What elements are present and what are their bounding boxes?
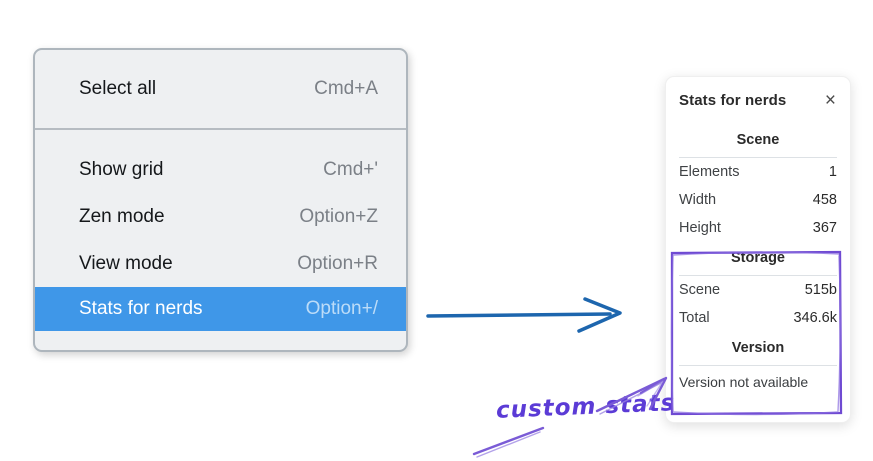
stats-panel-header: Stats for nerds × bbox=[679, 89, 837, 111]
menu-item-shortcut: Cmd+' bbox=[323, 158, 378, 180]
stat-label: Width bbox=[679, 192, 717, 208]
stat-row-scene-storage: Scene 515b bbox=[679, 276, 837, 304]
version-note: Version not available bbox=[679, 374, 809, 390]
stat-row-total-storage: Total 346.6k bbox=[679, 304, 837, 332]
stat-value: 515b bbox=[804, 282, 837, 298]
stat-value: 1 bbox=[828, 164, 837, 180]
stat-label: Height bbox=[679, 220, 721, 236]
stat-value: 346.6k bbox=[793, 310, 837, 326]
stat-row-width: Width 458 bbox=[679, 186, 837, 214]
stats-panel: Stats for nerds × Scene Elements 1 Width… bbox=[665, 76, 851, 423]
menu-item-stats-for-nerds[interactable]: Stats for nerds Option+/ bbox=[35, 287, 406, 331]
context-menu: Select all Cmd+A Show grid Cmd+' Zen mod… bbox=[33, 48, 408, 352]
stats-panel-title: Stats for nerds bbox=[679, 91, 787, 109]
menu-item-label: Zen mode bbox=[79, 205, 165, 227]
stat-label: Total bbox=[679, 310, 710, 326]
stat-row-height: Height 367 bbox=[679, 214, 837, 242]
menu-item-label: Show grid bbox=[79, 158, 164, 180]
menu-to-panel-arrow bbox=[426, 297, 622, 333]
menu-item-label: Stats for nerds bbox=[79, 298, 203, 319]
stat-value: 367 bbox=[812, 220, 837, 236]
close-icon[interactable]: × bbox=[824, 89, 836, 111]
menu-divider bbox=[35, 128, 406, 130]
section-heading-version: Version bbox=[679, 340, 837, 366]
stat-value: 458 bbox=[812, 192, 837, 208]
section-heading-scene: Scene bbox=[679, 132, 837, 158]
stat-label: Elements bbox=[679, 164, 740, 180]
menu-item-shortcut: Cmd+A bbox=[314, 78, 378, 99]
menu-item-zen-mode[interactable]: Zen mode Option+Z bbox=[35, 193, 406, 240]
annotation-label: custom stats bbox=[495, 390, 676, 424]
menu-item-select-all[interactable]: Select all Cmd+A bbox=[35, 50, 406, 128]
menu-item-shortcut: Option+/ bbox=[305, 298, 378, 319]
menu-item-show-grid[interactable]: Show grid Cmd+' bbox=[35, 146, 406, 193]
menu-item-shortcut: Option+Z bbox=[299, 205, 378, 227]
stat-label: Scene bbox=[679, 282, 721, 298]
stat-row-elements: Elements 1 bbox=[679, 158, 837, 186]
section-heading-storage: Storage bbox=[679, 250, 837, 276]
menu-item-label: View mode bbox=[79, 252, 173, 274]
menu-section: Show grid Cmd+' Zen mode Option+Z View m… bbox=[35, 130, 406, 331]
menu-item-shortcut: Option+R bbox=[297, 252, 378, 274]
menu-item-label: Select all bbox=[79, 78, 157, 99]
menu-item-view-mode[interactable]: View mode Option+R bbox=[35, 240, 406, 287]
